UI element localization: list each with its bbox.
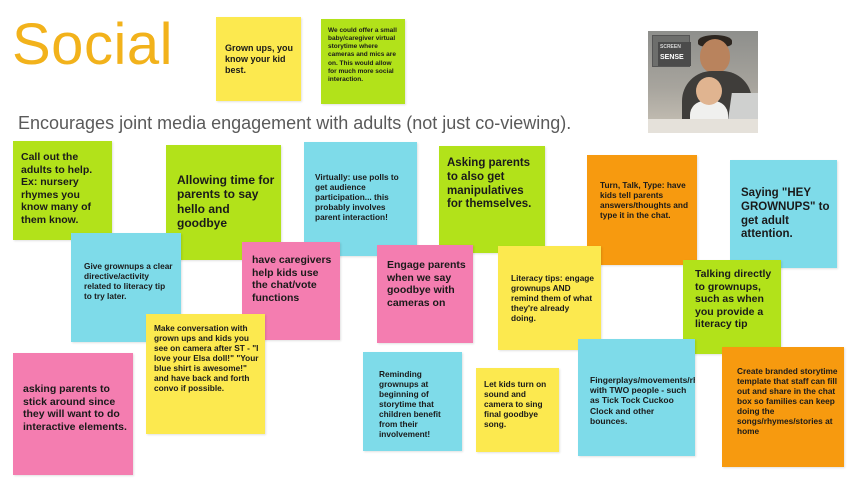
sticky-note[interactable]: Turn, Talk, Type: have kids tell parents…	[587, 155, 697, 265]
logo-text-top: SCREEN	[660, 44, 681, 50]
sticky-note[interactable]: We could offer a small baby/caregiver vi…	[321, 19, 405, 104]
desk	[648, 119, 758, 133]
child-head	[696, 77, 722, 105]
page-title: Social	[12, 12, 173, 77]
sticky-note[interactable]: Create branded storytime template that s…	[722, 347, 844, 467]
sticky-note[interactable]: Engage parents when we say goodbye with …	[377, 245, 473, 343]
adult-head	[700, 39, 730, 73]
sticky-note[interactable]: asking parents to stick around since the…	[13, 353, 133, 475]
sticky-note[interactable]: Talking directly to grownups, such as wh…	[683, 260, 781, 354]
sticky-note[interactable]: Grown ups, you know your kid best.	[216, 17, 301, 101]
laptop	[728, 93, 758, 119]
sticky-note[interactable]: Virtually: use polls to get audience par…	[304, 142, 417, 256]
parent-child-photo: SCREEN SENSE	[648, 31, 758, 133]
sticky-note[interactable]: Saying "HEY GROWNUPS" to get adult atten…	[730, 160, 837, 268]
sticky-note[interactable]: Fingerplays/movements/rhymes with TWO pe…	[578, 339, 695, 456]
sticky-note[interactable]: Allowing time for parents to say hello a…	[166, 145, 281, 260]
sticky-note[interactable]: Let kids turn on sound and camera to sin…	[476, 368, 559, 452]
page-subtitle: Encourages joint media engagement with a…	[18, 113, 572, 133]
sticky-note[interactable]: Asking parents to also get manipulatives…	[439, 146, 545, 253]
sticky-note[interactable]: Make conversation with grown ups and kid…	[146, 314, 265, 434]
logo-text-bottom: SENSE	[660, 54, 684, 61]
sticky-note[interactable]: Call out the adults to help. Ex: nursery…	[13, 141, 112, 240]
sticky-note[interactable]: Literacy tips: engage grownups AND remin…	[498, 246, 601, 350]
sticky-note[interactable]: Reminding grownups at beginning of story…	[363, 352, 462, 451]
screen-sense-logo: SCREEN SENSE	[658, 42, 691, 66]
